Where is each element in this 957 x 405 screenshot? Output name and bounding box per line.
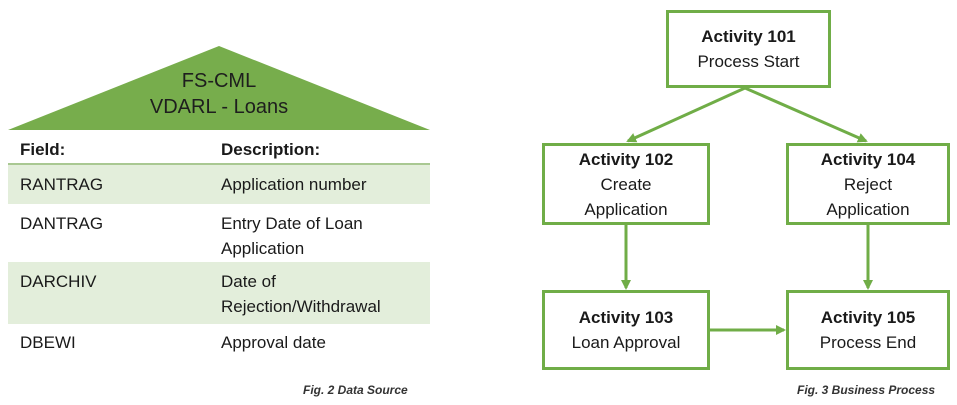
fig2-caption: Fig. 2 Data Source: [303, 383, 408, 397]
activity-103-box: Activity 103 Loan Approval: [542, 290, 710, 370]
data-source-roof: [8, 46, 430, 130]
arrow-101-to-104: [744, 86, 868, 143]
field-cell: DBEWI: [20, 333, 76, 352]
activity-103-title: Activity 103: [578, 308, 674, 327]
description-cell: Approval date: [221, 333, 326, 352]
data-source-table: Field: Description: RANTRAG Application …: [8, 130, 430, 358]
data-source-title: FS-CML VDARL - Loans: [8, 68, 430, 120]
activity-105-title: Activity 105: [820, 308, 916, 327]
activity-104-box: Activity 104 Reject Application: [786, 143, 950, 225]
description-cell: Application number: [213, 164, 430, 204]
table-row: DARCHIV Date of Rejection/Withdrawal: [8, 262, 430, 324]
activity-102-box: Activity 102 Create Application: [542, 143, 710, 225]
activity-101-box: Activity 101 Process Start: [666, 10, 831, 88]
activity-105-box: Activity 105 Process End: [786, 290, 950, 370]
activity-102-title: Activity 102: [578, 149, 674, 169]
fig3-caption: Fig. 3 Business Process: [797, 383, 936, 397]
field-header: Field:: [8, 130, 213, 165]
activity-102-description: Create Application: [584, 174, 668, 219]
activity-101-title: Activity 101: [701, 27, 796, 46]
description-cell: Date of Rejection/Withdrawal: [213, 262, 430, 324]
table-header-row: Field: Description:: [8, 130, 430, 165]
activity-104-title: Activity 104: [820, 149, 916, 169]
field-cell: DANTRAG: [20, 214, 104, 233]
table-row: DBEWI Approval date: [8, 324, 430, 358]
data-source-title-line2: VDARL - Loans: [149, 96, 289, 118]
activity-105-description: Process End: [819, 333, 917, 352]
activity-103-description: Loan Approval: [571, 333, 681, 352]
table-row: RANTRAG Application number: [8, 164, 430, 204]
arrow-101-to-102: [626, 86, 746, 143]
activity-101-description: Process Start: [697, 52, 800, 71]
table-row: DANTRAG Entry Date of Loan Application: [8, 204, 430, 262]
field-cell: DARCHIV: [8, 262, 213, 324]
data-source-title-line1: FS-CML: [181, 70, 257, 92]
description-header: Description:: [213, 130, 430, 165]
field-cell: RANTRAG: [8, 164, 213, 204]
description-cell: Entry Date of Loan Application: [221, 214, 363, 258]
activity-104-description: Reject Application: [826, 174, 910, 219]
